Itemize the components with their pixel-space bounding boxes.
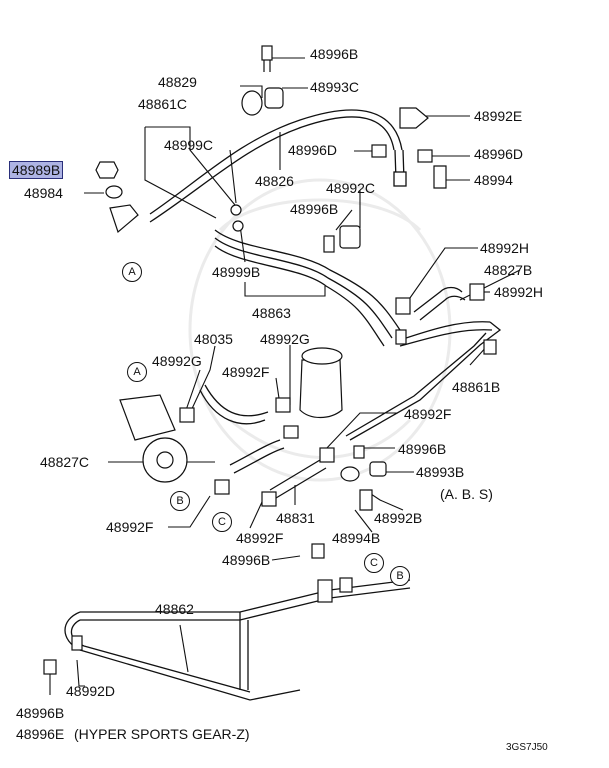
callout-48996b-right: 48996B — [398, 441, 447, 457]
callout-48999c: 48999C — [164, 137, 214, 153]
callout-48996b-bl: 48996B — [16, 705, 65, 721]
callout-48861b: 48861B — [452, 379, 501, 395]
callout-48826: 48826 — [255, 173, 294, 189]
callout-48993b: 48993B — [416, 464, 465, 480]
callout-48992f-top: 48992F — [222, 364, 270, 380]
components — [43, 45, 497, 675]
callout-48996d-right: 48996D — [474, 146, 524, 162]
ref-circle-a-mid: A — [127, 362, 147, 382]
callout-48994b: 48994B — [332, 530, 381, 546]
callout-48992b: 48992B — [374, 510, 423, 526]
callout-48862: 48862 — [155, 601, 194, 617]
callout-48992f-bottom: 48992F — [236, 530, 284, 546]
watermark — [188, 178, 452, 482]
callout-48996b-bottom: 48996B — [222, 552, 271, 568]
callout-48992h-top: 48992H — [480, 240, 530, 256]
callout-48992d: 48992D — [66, 683, 116, 699]
ref-circle-b-left: B — [170, 491, 190, 511]
callout-48992f-right: 48992F — [404, 406, 452, 422]
leader-lines — [49, 57, 521, 695]
callout-48992c: 48992C — [326, 180, 376, 196]
callout-48863: 48863 — [252, 305, 291, 321]
callout-48984: 48984 — [24, 185, 63, 201]
callout-48992e: 48992E — [474, 108, 523, 124]
callout-48993c: 48993C — [310, 79, 360, 95]
callout-48996b-top: 48996B — [310, 46, 359, 62]
drawing-ref-code: 3GS7J50 — [506, 742, 548, 753]
callout-48994: 48994 — [474, 172, 513, 188]
callout-48996e: 48996E — [16, 726, 65, 742]
callout-48861c: 48861C — [138, 96, 188, 112]
ref-circle-b-right: B — [390, 566, 410, 586]
callout-48989b[interactable]: 48989B — [8, 161, 64, 179]
callout-48992g-left: 48992G — [152, 353, 202, 369]
note-hyper-sports-gear: (HYPER SPORTS GEAR-Z) — [74, 726, 250, 742]
callout-48827c: 48827C — [40, 454, 90, 470]
callout-48992h-right: 48992H — [494, 284, 544, 300]
callout-48831: 48831 — [276, 510, 315, 526]
nut-48989b-icon — [95, 161, 119, 179]
callout-48035: 48035 — [194, 331, 233, 347]
callout-48992f-left: 48992F — [106, 519, 154, 535]
ref-circle-c-right: C — [364, 553, 384, 573]
callout-48829: 48829 — [158, 74, 197, 90]
ref-circle-a-top: A — [122, 262, 142, 282]
callout-48999b: 48999B — [212, 264, 261, 280]
callout-48996b-mid: 48996B — [290, 201, 339, 217]
ref-circle-c-left: C — [212, 512, 232, 532]
callout-48996d-left: 48996D — [288, 142, 338, 158]
callout-48992g-top: 48992G — [260, 331, 310, 347]
callout-48827b: 48827B — [484, 262, 533, 278]
note-abs: (A. B. S) — [440, 486, 493, 502]
